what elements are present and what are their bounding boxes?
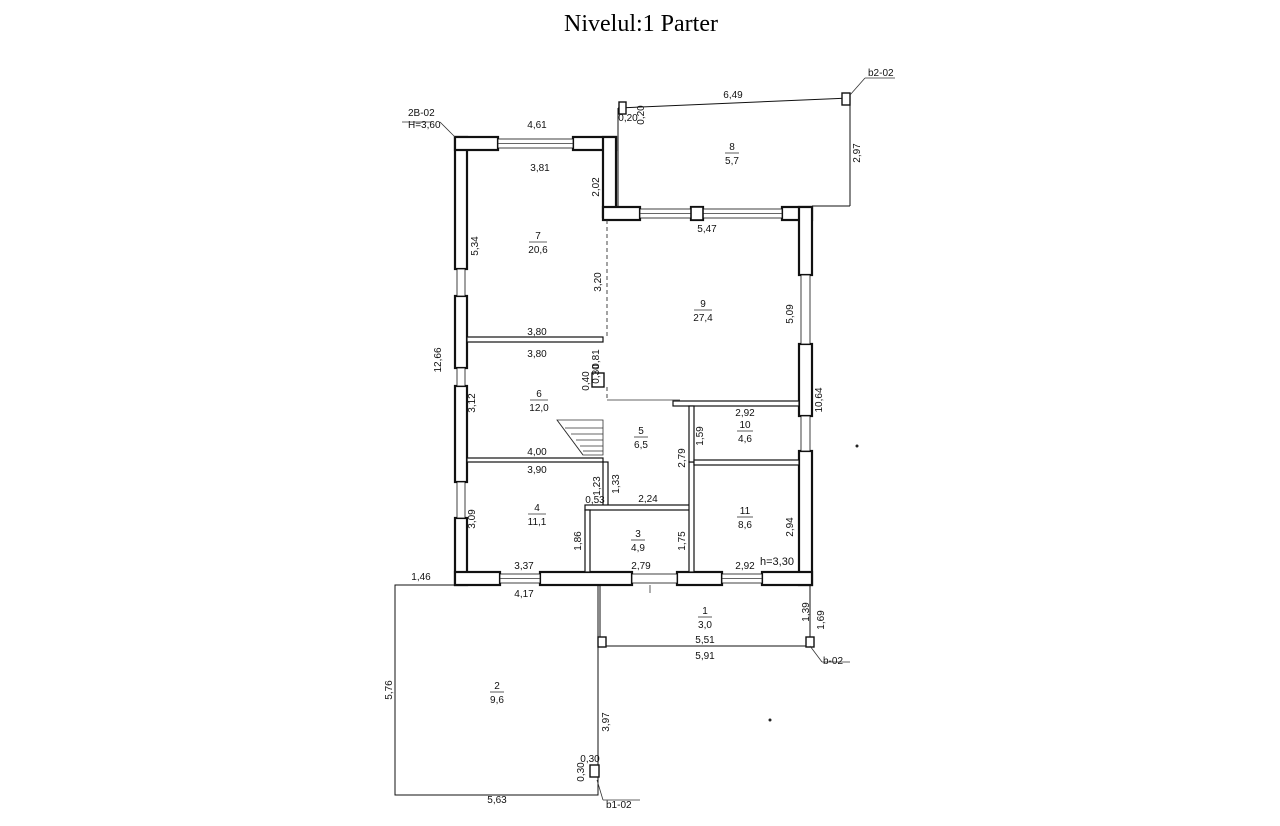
room-9-area: 27,4 <box>693 313 713 324</box>
dim-3-09: 3,09 <box>467 509 478 529</box>
terrace-2-outline <box>394 584 599 796</box>
room-1-label: 1 3,0 <box>698 606 712 631</box>
height-top-label: H=3,60 <box>408 120 441 131</box>
height-room11-label: h=3,30 <box>760 556 794 568</box>
room-2-area: 9,6 <box>490 695 504 706</box>
room-8-label: 8 5,7 <box>725 142 739 167</box>
room-11-number: 11 <box>740 506 751 517</box>
room-11-label: 11 8,6 <box>737 506 753 531</box>
windows <box>456 138 811 584</box>
room-4-area: 11,1 <box>528 517 547 528</box>
room-4-number: 4 <box>534 503 540 514</box>
room-7-area: 20,6 <box>528 245 548 256</box>
dim-0-53: 0,53 <box>585 495 605 506</box>
dim-4-17: 4,17 <box>514 589 534 600</box>
room-6-area: 12,0 <box>529 403 549 414</box>
columns <box>589 92 851 778</box>
room-8-number: 8 <box>729 142 735 153</box>
dim-3-80-a: 3,80 <box>527 327 547 338</box>
porch-1-outline <box>599 585 811 647</box>
dim-1-75: 1,75 <box>677 531 688 551</box>
dim-1-39: 1,39 <box>801 602 812 622</box>
dim-2-02: 2,02 <box>591 177 602 197</box>
room-6-number: 6 <box>536 389 542 400</box>
dim-2-24: 2,24 <box>638 494 658 505</box>
dim-4-61: 4,61 <box>527 120 547 131</box>
dim-3-81: 3,81 <box>530 163 550 174</box>
room-7-label: 7 20,6 <box>528 231 548 256</box>
dim-2-92-b: 2,92 <box>735 561 755 572</box>
room-5-label: 5 6,5 <box>634 426 648 451</box>
room-1-area: 3,0 <box>698 620 712 631</box>
room-8-area: 5,7 <box>725 156 739 167</box>
room-5-number: 5 <box>638 426 644 437</box>
room-4-label: 4 11,1 <box>528 503 547 528</box>
dim-0-30-b: 0,30 <box>580 754 600 765</box>
dim-3-90: 3,90 <box>527 465 547 476</box>
dim-1-33: 1,33 <box>611 474 622 494</box>
dim-3-20: 3,20 <box>593 272 604 292</box>
dim-5-76: 5,76 <box>384 680 395 700</box>
axis-leaders <box>402 77 895 801</box>
dim-5-51: 5,51 <box>695 635 715 646</box>
dim-3-12: 3,12 <box>467 393 478 413</box>
dim-4-00: 4,00 <box>527 447 547 458</box>
dim-5-47: 5,47 <box>697 224 717 235</box>
dim-5-63: 5,63 <box>487 795 507 806</box>
dim-1-59: 1,59 <box>695 426 706 446</box>
scan-speck <box>855 444 859 448</box>
room-9-number: 9 <box>700 299 706 310</box>
dim-3-97: 3,97 <box>601 712 612 732</box>
dim-2-97: 2,97 <box>852 143 863 163</box>
room-6-label: 6 12,0 <box>529 389 549 414</box>
dim-2-94: 2,94 <box>785 517 796 537</box>
exterior-walls <box>453 135 814 587</box>
dimension-labels: 6,49 0,20 4,61 3,81 5,47 3,80 3,80 2,92 … <box>384 90 863 806</box>
dim-0-30-c: 0,30 <box>576 762 587 782</box>
dim-2-79-b: 2,79 <box>631 561 651 572</box>
dim-0-20-a: 0,20 <box>618 113 638 124</box>
axis-marker-b1: b1-02 <box>606 800 632 811</box>
dim-5-91: 5,91 <box>695 651 715 662</box>
room-3-number: 3 <box>635 529 641 540</box>
dim-0-30-a: 0,30 <box>591 364 602 384</box>
room-labels: 1 3,0 2 9,6 3 4,9 4 11,1 5 6,5 6 12,0 <box>490 142 753 706</box>
dim-0-40: 0,40 <box>581 371 592 391</box>
room-2-label: 2 9,6 <box>490 681 504 706</box>
dim-3-80-b: 3,80 <box>527 349 547 360</box>
room-3-label: 3 4,9 <box>631 529 645 554</box>
dim-2-79-a: 2,79 <box>677 448 688 468</box>
dim-5-09: 5,09 <box>785 304 796 324</box>
scan-speck <box>768 718 772 722</box>
room-1-number: 1 <box>702 606 708 617</box>
axis-marker-b: b-02 <box>823 656 843 667</box>
room-3-area: 4,9 <box>631 543 645 554</box>
dim-0-81: 0,81 <box>591 349 602 369</box>
dim-3-37: 3,37 <box>514 561 534 572</box>
room-7-number: 7 <box>535 231 541 242</box>
dim-6-49: 6,49 <box>723 90 743 101</box>
dim-12-66: 12,66 <box>433 347 444 372</box>
room-11-area: 8,6 <box>738 520 752 531</box>
room-2-number: 2 <box>494 681 500 692</box>
interior-walls <box>466 220 800 573</box>
room-5-area: 6,5 <box>634 440 648 451</box>
room-9-label: 9 27,4 <box>693 299 713 324</box>
axis-marker-b2: b2-02 <box>868 68 894 79</box>
terrace-8-outline <box>617 97 851 211</box>
room-10-area: 4,6 <box>738 434 752 445</box>
dim-10-64: 10,64 <box>814 387 825 412</box>
page-title: Nivelul:1 Parter <box>564 11 718 37</box>
dim-1-69: 1,69 <box>816 610 827 630</box>
dim-1-46: 1,46 <box>411 572 431 583</box>
dim-2-92-a: 2,92 <box>735 408 755 419</box>
dim-1-86: 1,86 <box>573 531 584 551</box>
room-10-label: 10 4,6 <box>737 420 753 445</box>
dim-5-34: 5,34 <box>470 236 481 256</box>
dim-0-20-b: 0,20 <box>636 105 647 125</box>
axis-marker-2b: 2B-02 <box>408 108 435 119</box>
room-10-number: 10 <box>739 420 751 431</box>
dim-1-23: 1,23 <box>592 476 603 496</box>
